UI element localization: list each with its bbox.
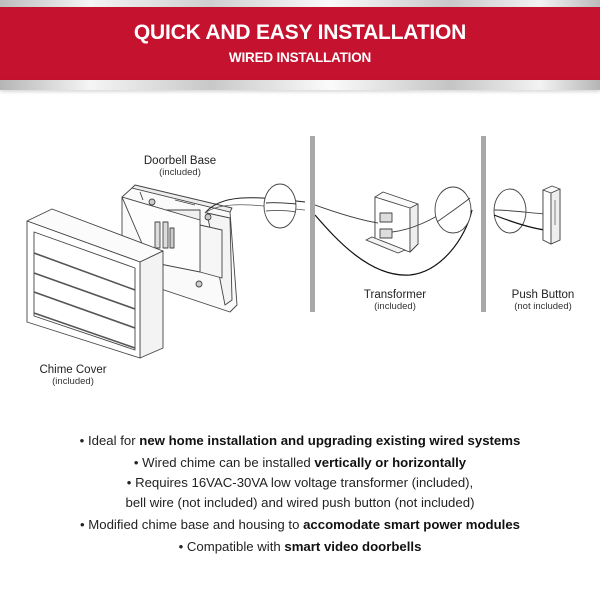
feature-text: Compatible with: [186, 539, 285, 554]
push-button-label: Push Button (not included): [493, 289, 593, 313]
bullet-icon: •: [79, 517, 85, 532]
doorbell-base-note: (included): [159, 167, 201, 178]
wall-hole-icon: [434, 186, 472, 234]
doorbell-base-name: Doorbell Base: [143, 155, 217, 167]
feature-emphasis: vertically or horizontally: [314, 455, 467, 470]
feature-emphasis: accomodate smart power modules: [303, 517, 521, 532]
chime-cover-illustration: [26, 208, 164, 359]
silver-trim-top: [0, 0, 600, 8]
feature-emphasis: new home installation and upgrading exis…: [139, 433, 521, 448]
bullet-icon: •: [79, 433, 85, 448]
wall-hole-icon: [263, 183, 297, 229]
push-button-note: (not included): [514, 301, 572, 312]
transformer-illustration: [365, 191, 456, 254]
red-band: [0, 7, 600, 80]
transformer-note: (included): [374, 301, 416, 312]
page-title: QUICK AND EASY INSTALLATION: [133, 21, 467, 44]
header-banner: QUICK AND EASY INSTALLATION WIRED INSTAL…: [0, 0, 600, 90]
feature-item: • Wired chime can be installed verticall…: [0, 452, 600, 474]
feature-text: Modified chime base and housing to: [88, 517, 304, 532]
wall-divider: [481, 136, 486, 312]
wall-divider: [310, 136, 315, 312]
doorbell-base-illustration: [121, 184, 238, 313]
feature-item: • Requires 16VAC-30VA low voltage transf…: [0, 474, 600, 492]
feature-item-continuation: bell wire (not included) and wired push …: [0, 492, 600, 514]
feature-text: Requires 16VAC-30VA low voltage transfor…: [135, 475, 474, 490]
bullet-icon: •: [178, 539, 184, 554]
transformer-label: Transformer (included): [350, 289, 440, 313]
bullet-icon: •: [126, 475, 132, 490]
feature-item: • Compatible with smart video doorbells: [0, 536, 600, 558]
feature-text: bell wire (not included) and wired push …: [125, 495, 475, 510]
chime-cover-name: Chime Cover: [39, 364, 107, 376]
bullet-icon: •: [133, 455, 139, 470]
chime-cover-label: Chime Cover (included): [28, 364, 118, 388]
silver-trim-bottom: [0, 80, 600, 90]
push-button-name: Push Button: [511, 289, 575, 301]
doorbell-base-label: Doorbell Base (included): [120, 155, 240, 179]
push-button-illustration: [542, 185, 561, 245]
transformer-name: Transformer: [363, 289, 427, 301]
feature-item: • Ideal for new home installation and up…: [0, 430, 600, 452]
feature-list: • Ideal for new home installation and up…: [0, 430, 600, 558]
chime-cover-note: (included): [52, 376, 94, 387]
feature-text: Ideal for: [87, 433, 140, 448]
page-subtitle: WIRED INSTALLATION: [228, 50, 372, 65]
feature-emphasis: smart video doorbells: [284, 539, 422, 554]
feature-item: • Modified chime base and housing to acc…: [0, 514, 600, 536]
feature-text: Wired chime can be installed: [142, 455, 315, 470]
